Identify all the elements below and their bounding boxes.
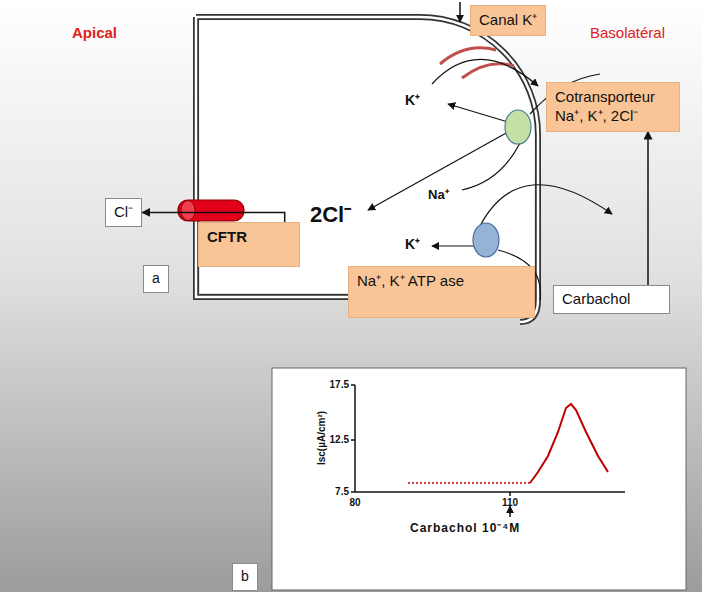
tick-label: 80 [349,497,360,509]
node-text: Na⁺, K⁺ ATP ase [357,272,526,291]
isc-series [530,404,608,483]
ion-label: Na⁺ [428,188,449,203]
atpase-box: Na⁺, K⁺ ATP ase [348,266,535,318]
baseline-series [408,482,530,484]
ion-label: K⁺ [405,92,420,108]
connector-arrow [647,132,649,286]
node-text: a [152,270,160,288]
panel-letter: a [143,265,169,293]
node-text: CFTR [207,228,291,247]
node-text: Carbachol [562,290,661,309]
region-label: Apical [72,24,117,41]
region-label: Basolatéral [590,24,665,41]
cftr-box: CFTR [198,222,300,267]
y-axis [354,385,356,492]
connector-arrow [142,212,285,222]
node-text: Cl⁻ [114,203,133,222]
panel-letter: b [232,563,258,591]
cotransporter-box: Cotransporteur Na⁺, K⁺, 2Cl⁻ [546,82,680,132]
node-text: Canal K⁺ [479,11,537,30]
ion-label: 2Cl⁻ [310,202,351,227]
tick-label: 12.5 [330,434,349,446]
node-text: b [241,568,249,586]
tick-label: 7.5 [335,486,349,498]
axis-title: Isc(µA/cm²) [316,411,328,465]
cftr-channel [178,200,244,221]
cotransporter-symbol [505,110,531,144]
tick-label: 17.5 [330,379,349,391]
cell-membrane [196,17,538,322]
node-text: Cotransporteur Na⁺, K⁺, 2Cl⁻ [555,88,671,126]
tick-label: 110 [502,497,518,509]
atpase-symbol [473,223,499,257]
axis-title: Carbachol 10⁻⁴M [410,522,520,536]
ion-box: Cl⁻ [105,198,142,227]
chart-panel [272,368,686,590]
stimulus-box: Carbachol [553,285,670,314]
channel-box: Canal K⁺ [470,5,546,36]
x-axis [355,491,625,493]
ion-label: K⁺ [405,236,420,252]
